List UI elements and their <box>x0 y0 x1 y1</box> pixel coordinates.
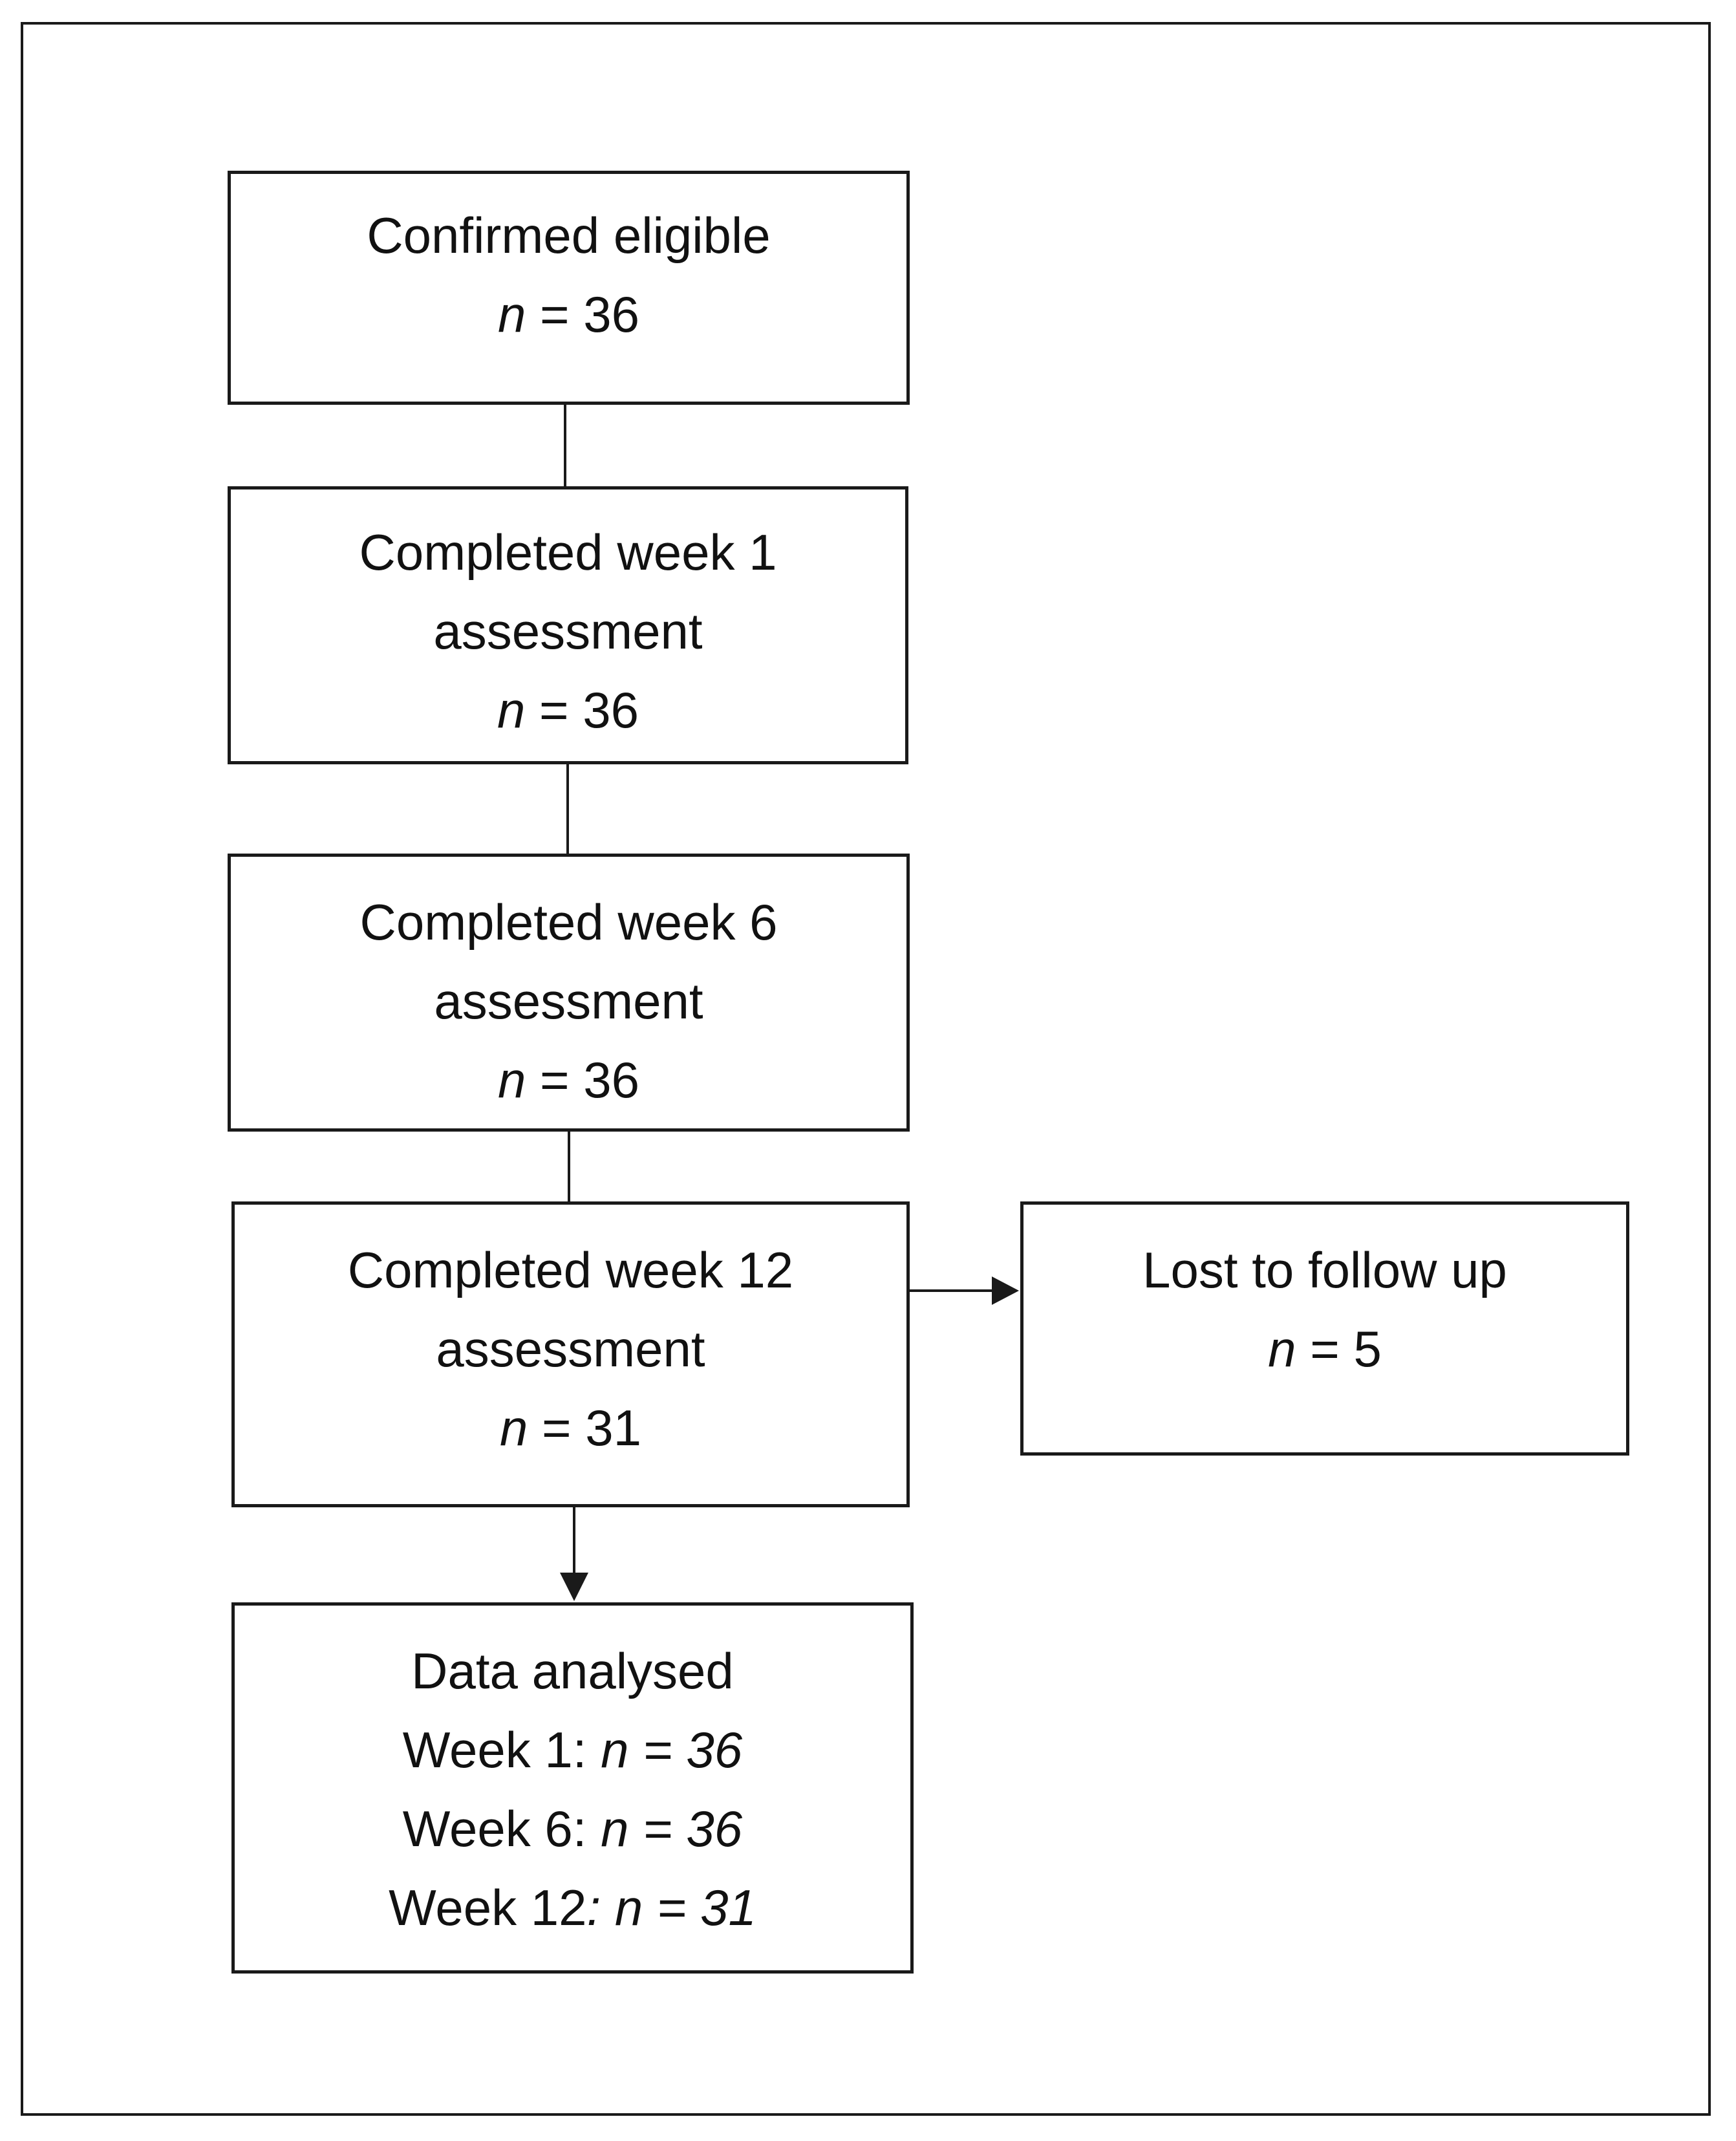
box-lost-to-follow-up: Lost to follow up n = 5 <box>1020 1201 1629 1456</box>
n-value: = 36 <box>526 286 640 343</box>
arrowhead-to-lost <box>992 1276 1019 1305</box>
box-label: Data analysed <box>411 1642 734 1699</box>
analysed-week-count: n = 36 <box>601 1721 743 1778</box>
box-count: n = 36 <box>498 275 639 354</box>
box-count: n = 31 <box>500 1388 641 1467</box>
analysed-row-week1: Week 1: n = 36 <box>403 1710 742 1789</box>
analysed-row-week12: Week 12: n = 31 <box>389 1868 756 1947</box>
analysed-row-week6: Week 6: n = 36 <box>403 1789 742 1868</box>
box-data-analysed: Data analysed Week 1: n = 36 Week 6: n =… <box>231 1602 914 1974</box>
box-label-line2: assessment <box>434 973 703 1029</box>
n-value: = 36 <box>525 682 639 738</box>
figure-frame <box>21 22 1711 2116</box>
n-symbol: n <box>497 1051 526 1108</box>
analysed-week-count: : n = 31 <box>586 1879 756 1936</box>
n-value: = 36 <box>526 1051 640 1108</box>
analysed-week-count: n = 36 <box>601 1800 743 1857</box>
box-count: n = 36 <box>497 671 639 749</box>
box-label: Confirmed eligible <box>367 207 771 264</box>
box-label-line2: assessment <box>433 603 703 660</box>
n-symbol: n <box>1268 1320 1296 1377</box>
n-value: = 5 <box>1296 1320 1382 1377</box>
box-count: n = 36 <box>498 1040 639 1119</box>
box-completed-week6: Completed week 6 assessment n = 36 <box>228 854 910 1132</box>
box-label-line1: Completed week 1 <box>359 524 777 581</box>
analysed-week-label: Week 1: <box>402 1721 601 1778</box>
box-completed-week12: Completed week 12 assessment n = 31 <box>231 1201 910 1507</box>
box-completed-week1: Completed week 1 assessment n = 36 <box>228 486 908 764</box>
n-symbol: n <box>499 1399 528 1456</box>
n-symbol: n <box>497 682 526 738</box>
box-label: Lost to follow up <box>1142 1242 1507 1298</box>
analysed-week-label: Week 12 <box>389 1879 587 1936</box>
box-label-line1: Completed week 12 <box>347 1242 794 1298</box>
arrowhead-to-analysed <box>560 1573 588 1601</box>
box-confirmed-eligible: Confirmed eligible n = 36 <box>228 171 910 405</box>
analysed-week-label: Week 6: <box>402 1800 601 1857</box>
box-label-line2: assessment <box>436 1320 705 1377</box>
box-count: n = 5 <box>1268 1309 1382 1388</box>
box-label-line1: Completed week 6 <box>359 894 778 951</box>
n-symbol: n <box>497 286 526 343</box>
n-value: = 31 <box>528 1399 642 1456</box>
